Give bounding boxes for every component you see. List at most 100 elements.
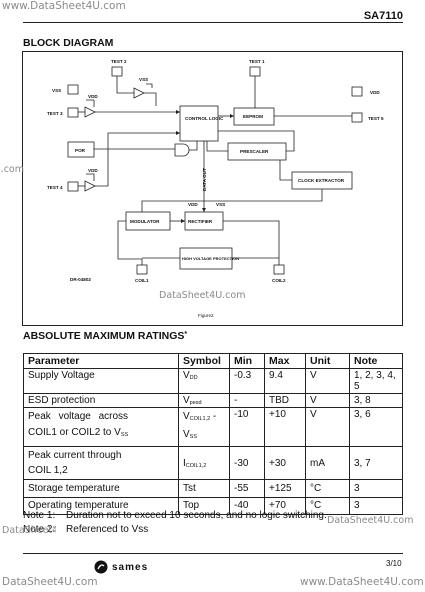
cell-min: -55: [229, 479, 265, 498]
cell-max: +30: [264, 446, 306, 480]
pin-pad-coil2: [273, 264, 285, 275]
ratings-title-text: ABSOLUTE MAXIMUM RATINGS: [23, 330, 185, 342]
diagram-frame: [22, 51, 403, 326]
wire-test2: [116, 76, 134, 94]
note-2-text: Referenced to Vss: [66, 524, 149, 535]
cell-symbol: ICOIL1,2: [178, 446, 230, 480]
rectifier-label: RECTIFIER: [188, 219, 213, 224]
control-logic-block: [179, 105, 219, 142]
param-line-2-text: COIL1 or COIL2 to V: [28, 427, 121, 438]
cell-param: Supply Voltage: [23, 368, 179, 394]
cell-min: -10: [229, 407, 265, 447]
cell-symbol: VCOIL1,2 - VSS: [178, 407, 230, 447]
header-max: Max: [264, 353, 306, 369]
pin-pad-coil1: [136, 264, 148, 275]
symbol-sub: pesd: [189, 400, 202, 406]
table-row: Peak current through COIL 1,2 ICOIL1,2 -…: [23, 446, 403, 480]
cell-min: -30: [229, 446, 265, 480]
part-number: SA7110: [363, 10, 403, 22]
ratings-title: ABSOLUTE MAXIMUM RATINGS*: [23, 330, 187, 342]
vdd-rect-label: VDD: [188, 202, 198, 207]
cell-note: 3: [349, 479, 403, 498]
drawing-ref: DR-04802: [70, 277, 91, 282]
param-line-2: COIL 1,2: [28, 465, 68, 476]
watermark-footer-right: www.DataSheet4U.com: [300, 576, 424, 588]
param-line-2-sub: SS: [120, 432, 129, 438]
pin-label-test5: TEST 5: [368, 116, 384, 121]
footer-rule: [23, 553, 403, 554]
eeprom-label: EEPROM: [243, 114, 263, 119]
and-gate: [174, 143, 190, 157]
cell-note: 1, 2, 3, 4, 5: [349, 368, 403, 394]
sames-logo: sames: [94, 560, 148, 574]
note-2-label: Note 2:: [23, 524, 56, 535]
header-rule: [23, 22, 403, 23]
note-1-label: Note 1:: [23, 510, 56, 521]
param-line-2: COIL1 or COIL2 to VSS: [28, 425, 174, 443]
watermark-note-right: DataSheet4U.com: [327, 515, 414, 526]
watermark-mid-left: DataSheet4U.com: [0, 164, 24, 175]
pin-label-vdd: VDD: [370, 90, 380, 95]
cell-param: Peak current through COIL 1,2: [23, 446, 179, 480]
pin-label-test1: TEST 1: [249, 59, 265, 64]
cell-param: Storage temperature: [23, 479, 179, 498]
watermark-url-top: www.DataSheet4U.com: [2, 0, 126, 12]
symbol-sub: DD: [189, 375, 198, 381]
note-1: Note 1: Duration not to exceed 10 second…: [23, 510, 327, 521]
block-diagram: TEST 2 TEST 1 VSS VDD TEST 3 TEST 5 TEST…: [22, 51, 403, 326]
cell-unit: V: [305, 393, 350, 408]
vss-small-label: VSS: [139, 77, 148, 82]
cell-min: -: [229, 393, 265, 408]
cell-min: -0.3: [229, 368, 265, 394]
header-note: Note: [349, 353, 403, 369]
cell-max: TBD: [264, 393, 306, 408]
page-number: 3/10: [386, 559, 402, 568]
vdd-small-label-2: VDD: [88, 168, 98, 173]
watermark-diagram: DataSheet4U.com: [159, 290, 246, 301]
header-parameter: Parameter: [23, 353, 179, 369]
pin-label-coil1: COIL1: [135, 278, 149, 283]
pin-pad-test5: [351, 112, 363, 123]
ratings-title-mark: *: [184, 331, 188, 338]
por-label: POR: [75, 148, 86, 153]
buffer-test2: [133, 87, 145, 99]
cell-symbol: VDD: [178, 368, 230, 394]
cell-note: 3: [349, 497, 403, 515]
control-logic-label: CONTROL LOGIC: [185, 116, 224, 121]
vss-rect-label: VSS: [216, 202, 225, 207]
pin-label-test2: TEST 2: [111, 59, 127, 64]
clock-extractor-label: CLOCK EXTRACTOR: [298, 178, 345, 183]
modulator-label: MODULATOR: [130, 219, 160, 224]
symbol-main: V: [183, 411, 190, 422]
symbol-sub: COIL1,2: [189, 416, 211, 422]
note-1-text: Duration not to exceed 10 seconds, and n…: [66, 510, 327, 521]
cell-max: +10: [264, 407, 306, 447]
header-min: Min: [229, 353, 265, 369]
data-out-label: DATA OUT: [202, 168, 207, 191]
prescaler-block: [227, 142, 287, 161]
table-row: ESD protection Vpesd - TBD V 3, 8: [23, 393, 403, 408]
pin-label-coil2: COIL2: [272, 278, 286, 283]
cell-max: +125: [264, 479, 306, 498]
header-unit: Unit: [305, 353, 350, 369]
table-row: Operating temperature Top -40 +70 °C 3: [23, 497, 403, 515]
ratings-header-row: Parameter Symbol Min Max Unit Note: [23, 353, 403, 369]
symbol-sub-2: SS: [189, 434, 198, 440]
symbol-main: V: [183, 370, 190, 381]
cell-note: 3, 7: [349, 446, 403, 480]
header-symbol: Symbol: [178, 353, 230, 369]
cell-unit: V: [305, 407, 350, 447]
pin-pad-vss: [67, 84, 79, 95]
figure-label: Figure2: [198, 313, 214, 318]
table-row: Peak voltage across COIL1 or COIL2 to VS…: [23, 407, 403, 447]
cell-symbol: Vpesd: [178, 393, 230, 408]
param-line-1: Peak voltage across: [28, 411, 129, 422]
ratings-table: Parameter Symbol Min Max Unit Note Suppl…: [23, 353, 403, 515]
cell-note: 3, 8: [349, 393, 403, 408]
note-2: Note 2: Referenced to Vss: [23, 524, 148, 535]
cell-max: 9.4: [264, 368, 306, 394]
symbol-line-2: VSS: [183, 427, 225, 445]
vdd-small-label-1: VDD: [88, 94, 98, 99]
table-row: Supply Voltage VDD -0.3 9.4 V 1, 2, 3, 4…: [23, 368, 403, 394]
cell-unit: °C: [305, 479, 350, 498]
